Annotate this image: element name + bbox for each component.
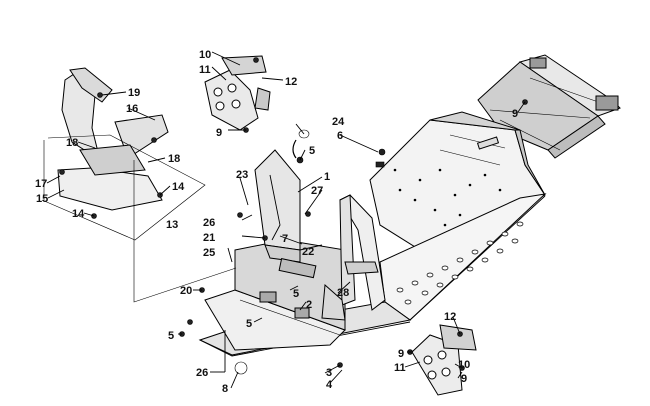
callout-label: 15 [36,193,48,205]
callout-label: 17 [35,178,47,190]
callout-label: 5 [309,145,315,157]
callout-label: 23 [236,169,248,181]
callout-label: 21 [203,232,215,244]
left-bracket-assembly [41,67,206,241]
callout-label: 16 [126,103,138,115]
callout-label: 9 [461,373,467,385]
callout-label: 22 [302,246,314,258]
callout-label: 9 [512,108,518,120]
callout-label: 20 [180,285,192,297]
front-bulkhead [204,149,346,351]
callout-label: 7 [282,233,288,245]
steering-a-frame [321,194,386,321]
callout-label: 6 [337,130,343,142]
callout-label: 10 [199,49,211,61]
callout-label: 9 [398,348,404,360]
callout-label: 14 [172,181,185,193]
callout-label: 1 [324,171,330,183]
callout-label: 26 [196,367,208,379]
callout-label: 18 [168,153,180,165]
callout-label: 9 [216,127,222,139]
callout-label: 11 [199,64,211,76]
callout-label: 10 [458,359,470,371]
callout-label: 12 [285,76,297,88]
tunnel-rivets [393,168,502,227]
callout-labels: 10 11 12 9 19 16 18 18 17 15 14 14 13 24… [35,49,518,395]
callout-label: 24 [332,116,345,128]
tunnel-body [369,111,546,251]
callout-label: 26 [203,217,215,229]
callout-label: 27 [311,185,323,197]
callout-label: 18 [66,137,78,149]
callout-label: 8 [222,383,228,395]
callout-label: 3 [326,367,332,379]
callout-label: 19 [128,87,140,99]
callout-label: 25 [203,247,215,259]
callout-label: 13 [166,219,178,231]
rear-tunnel-rails [477,54,621,159]
callout-label: 2 [306,299,312,311]
callout-label: 14 [72,208,85,220]
callout-label: 11 [394,362,406,374]
callout-label: 4 [326,379,333,391]
leader-lines [46,51,526,389]
callout-label: 5 [293,288,299,300]
top-bracket-assembly [204,55,271,131]
callout-label: 5 [246,318,252,330]
callout-label: 5 [168,330,174,342]
callout-label: 28 [337,287,349,299]
callout-label: 12 [444,311,456,323]
